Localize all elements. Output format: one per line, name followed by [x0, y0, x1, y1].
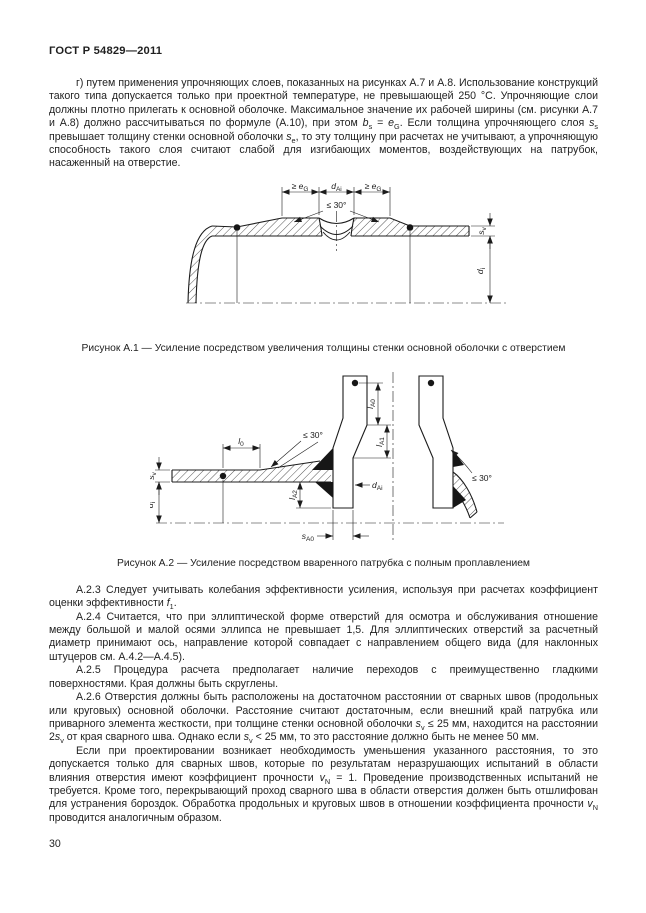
figure-a2-drawing: l0 sv di lA0 lA1 — [145, 368, 510, 553]
dim-label-dai: dAi — [372, 480, 383, 492]
nozzle-walls — [332, 375, 454, 509]
dim-label-l0: l0 — [238, 436, 244, 448]
dim-label-dai: dAi — [331, 183, 342, 193]
paragraph-a26: А.2.6 Отверстия должны быть расположены … — [49, 691, 598, 746]
document-standard-number: ГОСТ Р 54829—2011 — [49, 45, 163, 57]
dim-label-angle: ≤ 30° — [327, 200, 347, 210]
dim-sv-di: sv di — [145, 456, 170, 523]
weld-axis-lines — [236, 230, 411, 303]
paragraph-a25: А.2.5 Процедура расчета предполагает нал… — [49, 664, 598, 690]
weld-dot-right — [406, 224, 414, 231]
paragraph-a24: А.2.4 Считается, что при эллиптической ф… — [49, 610, 598, 663]
figure-a2: l0 sv di lA0 lA1 — [49, 368, 598, 569]
weld-dot-left — [233, 224, 241, 231]
dim-la0-la1: lA0 lA1 — [353, 382, 391, 459]
weld-dot-nozzle-right — [427, 379, 435, 387]
angle-callout: ≤ 30° — [293, 200, 380, 223]
dim-dai: dAi — [355, 480, 383, 492]
figure-a1-drawing: ≥ eG dAi ≥ eG ≤ 30° sv di — [182, 181, 512, 338]
figure-a1-caption: Рисунок А.1 — Усиление посредством увели… — [81, 342, 566, 354]
dim-label-di: di — [150, 502, 157, 508]
figure-a2-caption: Рисунок А.2 — Усиление посредством вваре… — [116, 557, 531, 569]
top-dimensions: ≥ eG dAi ≥ eG — [281, 181, 391, 216]
figure-a1-svg: ≥ eG dAi ≥ eG ≤ 30° sv di — [186, 181, 506, 304]
weld-dot-nozzle-left — [351, 379, 359, 387]
dim-label-eg-left: ≥ eG — [292, 183, 309, 193]
paragraph-g: г) путем применения упрочняющих слоев, п… — [49, 77, 599, 170]
dim-label-di: di — [475, 268, 487, 274]
page-number: 30 — [49, 838, 61, 851]
dim-label-la1: lA1 — [374, 437, 386, 447]
dim-label-sv: sv — [150, 471, 158, 479]
shell-hatching — [188, 217, 469, 303]
dim-label-angle-left: ≤ 30° — [303, 430, 323, 440]
weld-dot-shell — [219, 472, 227, 480]
body-paragraphs: А.2.3 Следует учитывать колебания эффект… — [49, 584, 598, 825]
paragraph-a23: А.2.3 Следует учитывать колебания эффект… — [49, 583, 598, 612]
dim-label-sa0: sA0 — [302, 531, 315, 543]
dim-label-eg-right: ≥ eG — [365, 183, 382, 193]
paragraph-welds-note: Если при проектировании возникает необхо… — [49, 744, 598, 824]
dim-label-la0: lA0 — [365, 399, 377, 409]
angle-callout-right: ≤ 30° — [450, 449, 492, 483]
shell-left — [171, 460, 331, 483]
weld-fills — [312, 447, 466, 508]
angle-callout-left: ≤ 30° — [270, 430, 323, 469]
dim-sa0: sA0 — [302, 509, 369, 543]
dim-l0: l0 — [222, 436, 261, 468]
figure-a1: ≥ eG dAi ≥ eG ≤ 30° sv di — [49, 181, 598, 354]
right-dimensions: sv di — [471, 212, 495, 303]
dim-label-la2: lA2 — [287, 490, 299, 500]
dim-label-angle-right: ≤ 30° — [472, 473, 492, 483]
dim-label-sv: sv — [476, 226, 488, 234]
dim-la2: lA2 — [287, 481, 331, 509]
figure-a2-svg: l0 sv di lA0 lA1 — [145, 371, 504, 543]
